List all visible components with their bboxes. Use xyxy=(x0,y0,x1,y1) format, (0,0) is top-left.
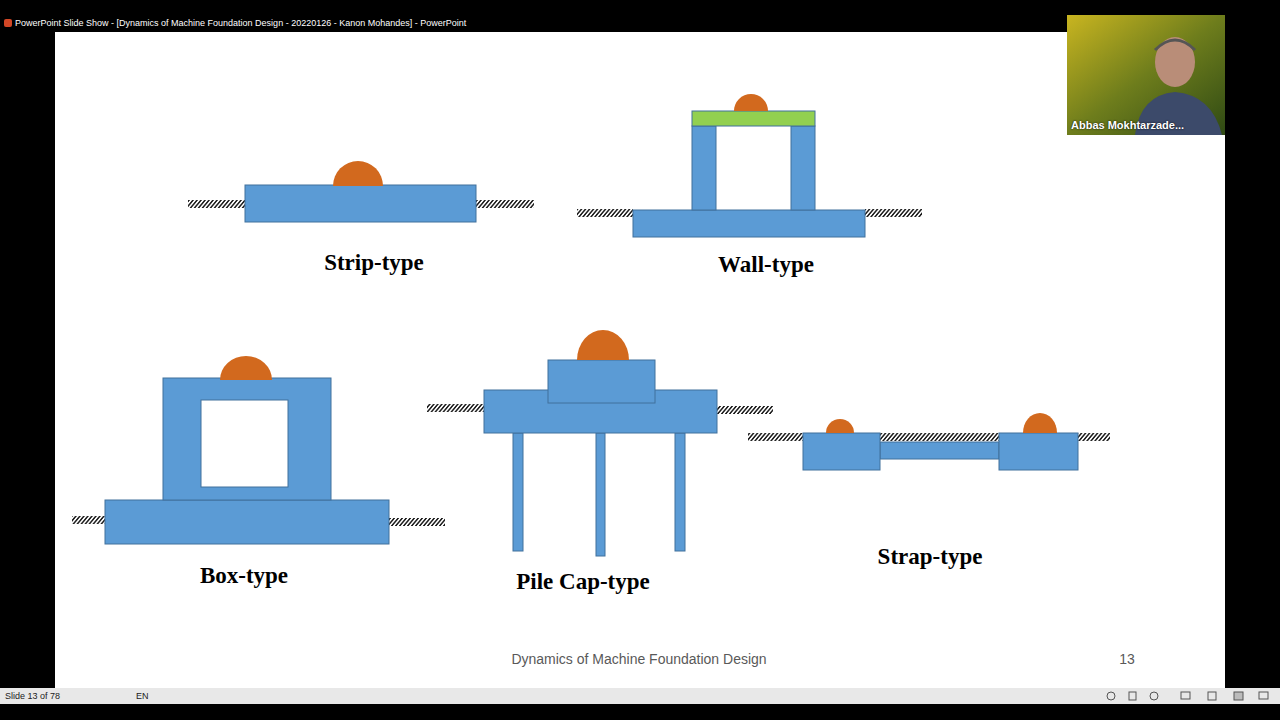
wall-base xyxy=(633,210,865,237)
foundation-caption: Strap-type xyxy=(878,544,983,570)
status-bar xyxy=(0,688,1280,704)
slide-footer: Dynamics of Machine Foundation Design xyxy=(511,651,766,667)
pile xyxy=(513,433,523,551)
ground-hatch xyxy=(72,200,1110,526)
pedestal xyxy=(548,360,655,403)
foundation-caption: Pile Cap-type xyxy=(516,569,650,595)
machine-dome xyxy=(220,356,272,380)
foundation-caption: Wall-type xyxy=(718,252,814,278)
wall xyxy=(692,126,716,210)
status-text: EN xyxy=(136,691,149,701)
wall xyxy=(791,126,815,210)
foundation-caption: Strip-type xyxy=(324,250,424,276)
status-icons xyxy=(1107,692,1268,700)
slide-number: 13 xyxy=(1119,651,1135,667)
strap-footing xyxy=(803,433,880,470)
presenter-name: Abbas Mokhtarzade... xyxy=(1071,119,1184,131)
wall-top-slab xyxy=(692,111,815,126)
box-frame xyxy=(163,378,331,500)
window-title: PowerPoint Slide Show - [Dynamics of Mac… xyxy=(15,18,466,28)
status-text: Slide 13 of 78 xyxy=(5,691,60,701)
strap-beam xyxy=(880,442,999,459)
box-base xyxy=(105,500,389,544)
machine-dome xyxy=(734,94,768,111)
strip-footing xyxy=(245,185,476,222)
pile xyxy=(675,433,685,551)
machine-dome xyxy=(1023,413,1057,433)
slide-background xyxy=(55,32,1225,688)
webcam-feed xyxy=(1067,15,1225,135)
box-opening xyxy=(201,400,288,487)
pile xyxy=(596,433,605,556)
strap-footing xyxy=(999,433,1078,470)
foundation-caption: Box-type xyxy=(200,563,288,589)
machine-dome xyxy=(826,419,854,433)
machine-dome xyxy=(333,161,383,186)
machine-dome xyxy=(577,330,629,360)
app-icon xyxy=(4,19,12,27)
